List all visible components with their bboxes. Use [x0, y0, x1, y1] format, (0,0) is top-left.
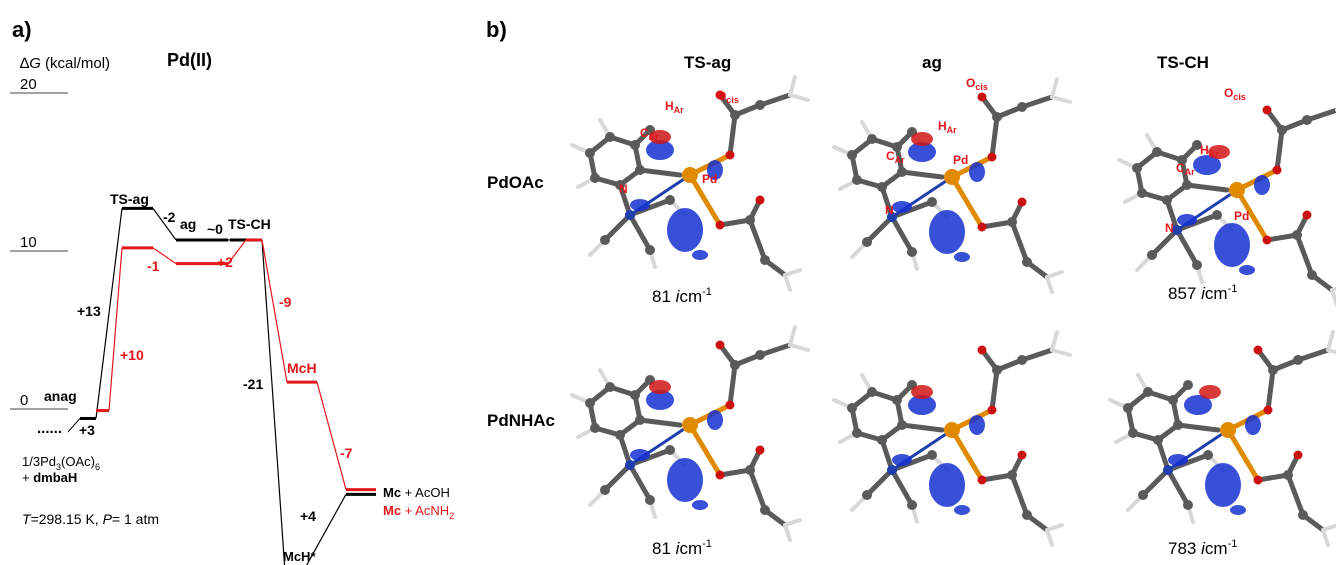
svg-text:1/3Pd3(OAc)6: 1/3Pd3(OAc)6: [22, 454, 100, 472]
atom-label-pd-1: Pd: [702, 172, 717, 186]
atom-label-o-cis-1: Ocis: [717, 89, 739, 105]
molecule-pdoac-ts-ag: [570, 75, 810, 292]
reactant-connector: [67, 418, 81, 433]
reactants-label: 1/3Pd3(OAc)6 + dmbaH: [22, 454, 100, 485]
products-red-label: Mc + AcNH2: [383, 503, 454, 521]
atom-label-h-ar-2: HAr: [938, 119, 957, 135]
freq-pdoac-ts-ag: 81 icm-1: [652, 286, 712, 306]
svg-text:+ dmbaH: + dmbaH: [22, 470, 77, 485]
molecule-pdoac-ag: [832, 77, 1072, 294]
atom-label-n-3: N: [1165, 221, 1174, 235]
atom-label-c-ar-3: CAr: [1176, 161, 1195, 177]
black-connector-1: [152, 207, 177, 241]
atom-label-o-cis-3: Ocis: [1224, 86, 1246, 102]
red-change-1: +10: [120, 347, 144, 363]
red-change-5: -7: [340, 445, 353, 461]
black-change-1: +3: [79, 422, 95, 438]
molecule-pdnhac-ts-ch: [1108, 330, 1336, 547]
atom-labels: HAr Ocis CAr N Pd HAr Ocis CAr N Pd HAr …: [619, 76, 1249, 235]
molecule-structures: [570, 75, 1336, 547]
freq-pdnhac-ts-ch: 783 icm-1: [1168, 538, 1237, 558]
black-change-2: +13: [77, 303, 101, 319]
red-connector-5: [316, 381, 347, 490]
panel-a-label: a): [12, 17, 32, 42]
svg-text:Mc + AcNH2: Mc + AcNH2: [383, 503, 454, 521]
atom-label-n-2: N: [885, 203, 894, 217]
column-header-ts-ag: TS-ag: [684, 53, 731, 72]
svg-text:∆G (kcal/mol): ∆G (kcal/mol): [20, 55, 110, 72]
red-connector-1: [152, 247, 177, 265]
y-axis-title: ∆G (kcal/mol): [20, 55, 110, 72]
freq-pdoac-ts-ch: 857 icm-1: [1168, 283, 1237, 303]
row-label-pdoac: PdOAc: [487, 173, 544, 192]
black-change-3: -2: [163, 209, 176, 225]
label-anag: anag: [44, 388, 77, 404]
red-connector-0: [108, 247, 123, 411]
red-connector-3: [227, 239, 247, 265]
black-connector-5: [306, 494, 347, 565]
column-header-ag: ag: [922, 53, 942, 72]
molecule-pdoac-ts-ch: [1117, 105, 1336, 307]
products-black-label: Mc + AcOH: [383, 485, 450, 500]
label-ts-ag: TS-ag: [110, 191, 149, 207]
tick-label-20: 20: [20, 76, 37, 93]
black-change-4: ~0: [207, 221, 223, 237]
atom-label-o-cis-2: Ocis: [966, 76, 988, 92]
svg-text:T=298.15 K, P= 1 atm: T=298.15 K, P= 1 atm: [22, 511, 159, 527]
y-axis-unit: (kcal/mol): [45, 55, 110, 72]
metal-label: Pd(II): [167, 50, 212, 70]
black-change-5: -21: [243, 376, 263, 392]
panel-b-label: b): [486, 17, 507, 42]
label-mch: McH: [287, 360, 317, 376]
atom-label-n-1: N: [619, 182, 628, 196]
red-connector-4: [261, 239, 288, 383]
atom-label-pd-3: Pd: [1234, 209, 1249, 223]
label-ts-ch: TS-CH: [228, 216, 271, 232]
red-change-2: -1: [147, 258, 160, 274]
molecule-pdnhac-ag: [832, 330, 1072, 547]
black-change-6: +4: [300, 508, 316, 524]
red-change-4: -9: [279, 294, 292, 310]
atom-label-h-ar-1: HAr: [665, 99, 684, 115]
atom-label-h-ar-3: HAr: [1200, 143, 1219, 159]
label-mch-star: McH*: [283, 549, 316, 564]
tick-label-0: 0: [20, 392, 28, 409]
tick-label-10: 10: [20, 234, 37, 251]
molecule-pdnhac-ts-ag: [570, 325, 810, 542]
label-reactant-dots: ......: [37, 420, 62, 437]
energy-levels: [67, 206, 376, 565]
atom-label-c-ar-1: CAr: [640, 126, 659, 142]
black-connector-4: [261, 239, 286, 565]
label-ag: ag: [180, 216, 196, 232]
column-header-ts-ch: TS-CH: [1157, 53, 1209, 72]
atom-label-pd-2: Pd: [953, 153, 968, 167]
red-change-3: +2: [217, 254, 233, 270]
black-connector-0: [95, 208, 123, 419]
freq-pdnhac-ts-ag: 81 icm-1: [652, 538, 712, 558]
energy-ticks: 20 10 0: [10, 76, 68, 410]
atom-label-c-ar-2: CAr: [886, 149, 905, 165]
svg-text:Mc + AcOH: Mc + AcOH: [383, 485, 450, 500]
row-label-pdnhac: PdNHAc: [487, 411, 555, 430]
conditions-label: T=298.15 K, P= 1 atm: [22, 511, 159, 527]
